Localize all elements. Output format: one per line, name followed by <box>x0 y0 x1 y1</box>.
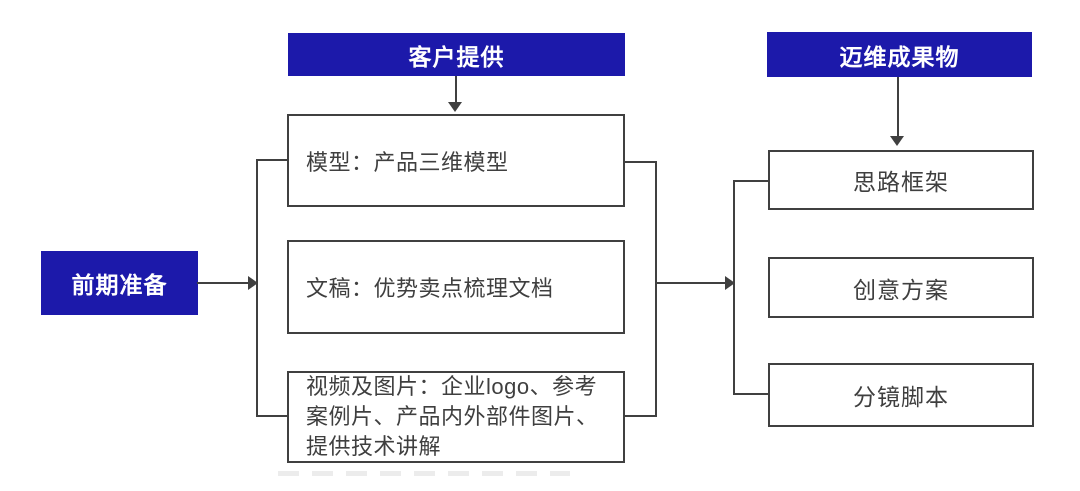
arrowhead-deliverables-header-icon <box>890 136 904 146</box>
connector-client-right-bracket-vertical <box>655 161 657 417</box>
connector-client-to-deliverables-line <box>656 282 725 284</box>
connector-client-bracket-vertical <box>256 159 258 417</box>
client-box-media-line3: 提供技术讲解 <box>306 434 442 459</box>
connector-deliverables-bracket-vertical <box>733 180 735 395</box>
connector-client-bracket-stub-top <box>256 159 287 161</box>
connector-start-line <box>197 282 248 284</box>
connector-deliverables-header-line <box>897 77 899 137</box>
deliverables-column-header: 迈维成果物 <box>767 32 1032 77</box>
client-box-model: 模型：产品三维模型 <box>287 114 625 207</box>
arrowhead-client-header-icon <box>448 102 462 112</box>
deliverable-box-storyboard: 分镜脚本 <box>768 363 1034 427</box>
deliverable-box-framework: 思路框架 <box>768 150 1034 210</box>
client-column-header: 客户提供 <box>288 33 625 76</box>
connector-client-bracket-stub-bottom <box>256 415 287 417</box>
cropped-text-artifact <box>278 471 570 476</box>
connector-client-right-stub-top <box>624 161 657 163</box>
client-box-media-line2: 案例片、产品内外部件图片、 <box>306 404 599 429</box>
arrowhead-start-icon <box>248 276 258 290</box>
connector-deliverables-stub-top <box>733 180 768 182</box>
deliverable-box-creative-plan: 创意方案 <box>768 257 1034 318</box>
connector-client-header-line <box>455 76 457 103</box>
start-node-preparation: 前期准备 <box>41 251 198 315</box>
client-box-media-line1: 视频及图片：企业logo、参考 <box>306 374 598 399</box>
connector-deliverables-stub-bottom <box>733 393 768 395</box>
client-box-document: 文稿：优势卖点梳理文档 <box>287 240 625 334</box>
arrowhead-deliverables-icon <box>725 276 735 290</box>
connector-client-right-stub-bottom <box>624 415 657 417</box>
client-box-media: 视频及图片：企业logo、参考 案例片、产品内外部件图片、 提供技术讲解 <box>287 371 625 463</box>
